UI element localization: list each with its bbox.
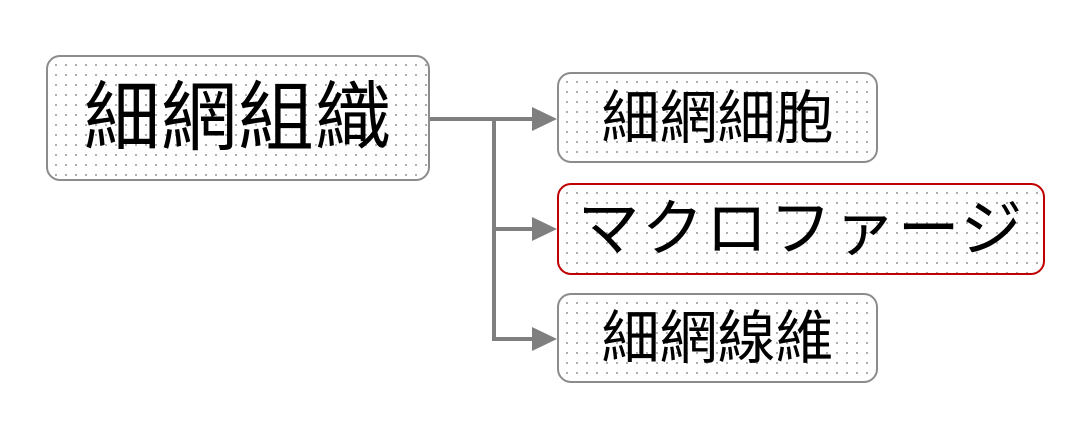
arrowhead-child-2 [532,217,557,241]
arrowhead-child-1 [532,107,557,131]
root-node-label: 細網組織 [84,73,392,162]
child-node-reticular-fiber: 細網線維 [557,293,878,383]
root-node-reticular-tissue: 細網組織 [46,55,430,181]
child-node-macrophage: マクロファージ [557,183,1045,275]
child-node-label: 細網線維 [601,304,834,372]
child-node-label: 細網細胞 [601,83,834,152]
arrowhead-child-3 [532,327,557,351]
child-node-label: マクロファージ [577,192,1025,265]
child-node-reticular-cell: 細網細胞 [557,72,878,163]
